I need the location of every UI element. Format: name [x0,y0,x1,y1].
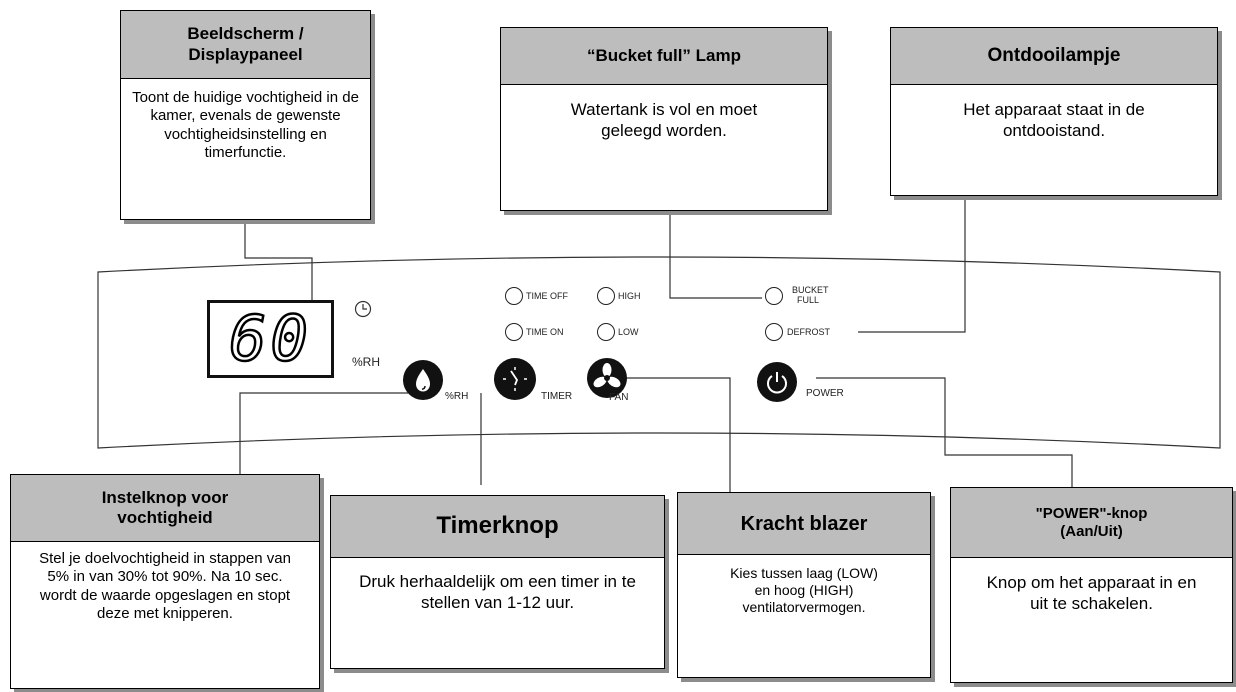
callout-humidity: Instelknop voor vochtigheid Stel je doel… [10,474,320,689]
rh-unit-label: %RH [352,355,381,369]
callout-humidity-title: Instelknop voor vochtigheid [11,475,319,542]
callout-bucket-title: “Bucket full” Lamp [501,28,827,85]
time-off-lamp [505,287,523,305]
high-label: HIGH [618,291,641,301]
high-lamp [597,287,615,305]
fan-button-label: FAN [609,392,629,403]
humidity-button-label: %RH [445,391,469,402]
callout-defrost-title: Ontdooilampje [891,28,1217,85]
clock-icon [354,300,372,318]
callout-display-title: Beeldscherm / Displaypaneel [121,11,370,79]
callout-timer: Timerknop Druk herhaaldelijk om een time… [330,495,665,669]
callout-humidity-text: Stel je doelvochtigheid in stappen van 5… [39,550,291,622]
timer-button[interactable] [494,358,536,400]
time-off-label: TIME OFF [526,291,568,301]
time-on-label: TIME ON [526,327,564,337]
power-button-label: POWER [806,388,844,399]
callout-fan: Kracht blazer Kies tussen laag (LOW) en … [677,492,931,678]
low-label: LOW [618,327,639,337]
bucket-full-label: BUCKET FULL [792,285,829,305]
callout-power-title: "POWER"-knop (Aan/Uit) [951,488,1232,558]
low-lamp [597,323,615,341]
callout-power-text: Knop om het apparaat in en uit te schake… [986,573,1197,613]
time-on-lamp [505,323,523,341]
timer-clock-icon [503,367,527,391]
fan-button[interactable] [587,358,627,398]
display-screen: 60 [207,300,334,378]
defrost-lamp [765,323,783,341]
callout-defrost: Ontdooilampje Het apparaat staat in de o… [890,27,1218,196]
bucket-full-lamp [765,287,783,305]
humidity-button[interactable] [403,360,443,400]
callout-timer-title: Timerknop [331,496,664,558]
callout-timer-text: Druk herhaaldelijk om een timer in te st… [359,572,636,612]
fan-icon [593,363,621,388]
power-button[interactable] [757,362,797,402]
callout-power: "POWER"-knop (Aan/Uit) Knop om het appar… [950,487,1233,683]
callout-fan-text: Kies tussen laag (LOW) en hoog (HIGH) ve… [730,565,878,616]
display-value: 60 [228,302,312,375]
callout-defrost-text: Het apparaat staat in de ontdooistand. [963,100,1145,140]
callout-bucket-full: “Bucket full” Lamp Watertank is vol en m… [500,27,828,211]
droplet-icon [416,369,430,392]
control-panel-outline [97,256,1221,449]
timer-button-label: TIMER [541,391,573,402]
callout-display-text: Toont de huidige vochtigheid in de kamer… [132,89,359,161]
power-icon [767,372,787,394]
callout-display: Beeldscherm / Displaypaneel Toont de hui… [120,10,371,220]
callout-fan-title: Kracht blazer [678,493,930,555]
defrost-label: DEFROST [787,327,831,337]
callout-bucket-text: Watertank is vol en moet geleegd worden. [570,100,758,140]
